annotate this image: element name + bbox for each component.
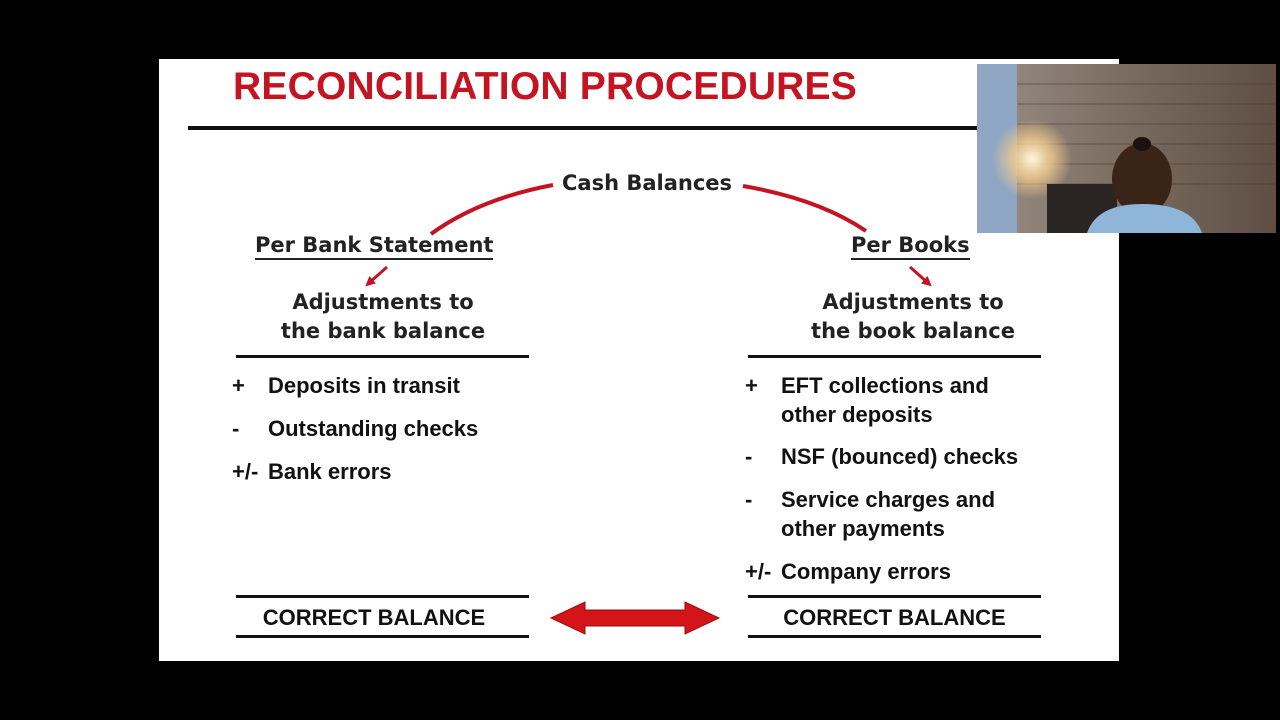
bank-adjustments-line1: Adjustments to [292,290,474,314]
books-heading: Per Books [851,233,970,260]
bank-item-sign: +/- [232,459,259,484]
bank-balance-rule-bottom [236,635,529,638]
book-adjustments-line2: the book balance [811,319,1015,343]
book-adjustments-heading: Adjustments to the book balance [765,288,1061,346]
title-divider [188,126,1008,130]
double-arrow-icon [549,601,721,635]
arrow-down-left-icon [365,265,388,287]
book-item-sign: +/- [745,559,772,584]
webcam-overlay [977,64,1276,233]
bank-item-text: Outstanding checks [268,416,479,441]
slide: RECONCILIATION PROCEDURES Cash Balances … [159,59,1119,661]
bank-adjustments-rule [236,355,529,358]
book-adjustments-rule [748,355,1041,358]
curve-right-icon [742,184,868,233]
book-item-text-line1: Service charges and [781,487,996,512]
bank-item-sign: - [232,416,240,441]
curve-left-icon [429,183,554,236]
book-item-text-line1: Company errors [781,559,951,584]
bank-item-text: Bank errors [268,459,392,484]
book-item-text-line1: NSF (bounced) checks [781,444,1019,469]
bank-item-text: Deposits in transit [268,373,460,398]
book-adjustments-line1: Adjustments to [822,290,1004,314]
connector-graphics [365,183,932,635]
book-balance-rule-bottom [748,635,1041,638]
arrow-down-right-icon [909,265,932,287]
cash-balances-label: Cash Balances [562,171,733,195]
book-item-text-line2: other payments [781,516,945,541]
book-item-sign: + [745,373,758,398]
slide-title: RECONCILIATION PROCEDURES [233,65,857,108]
bank-statement-heading: Per Bank Statement [255,233,494,260]
book-item-sign: - [745,444,753,469]
bank-adjustments-line2: the bank balance [280,319,486,343]
book-correct-balance: CORRECT BALANCE [783,605,1006,630]
bank-adjustments-heading: Adjustments to the bank balance [237,288,529,346]
book-balance-rule-top [748,595,1041,598]
book-item-text-line2: other deposits [781,402,933,427]
bank-correct-balance: CORRECT BALANCE [262,605,486,630]
webcam-video-image [977,64,1276,233]
book-item-text-line1: EFT collections and [781,373,989,398]
bank-balance-rule-top [236,595,529,598]
book-item-sign: - [745,487,753,512]
bank-item-sign: + [232,373,245,398]
